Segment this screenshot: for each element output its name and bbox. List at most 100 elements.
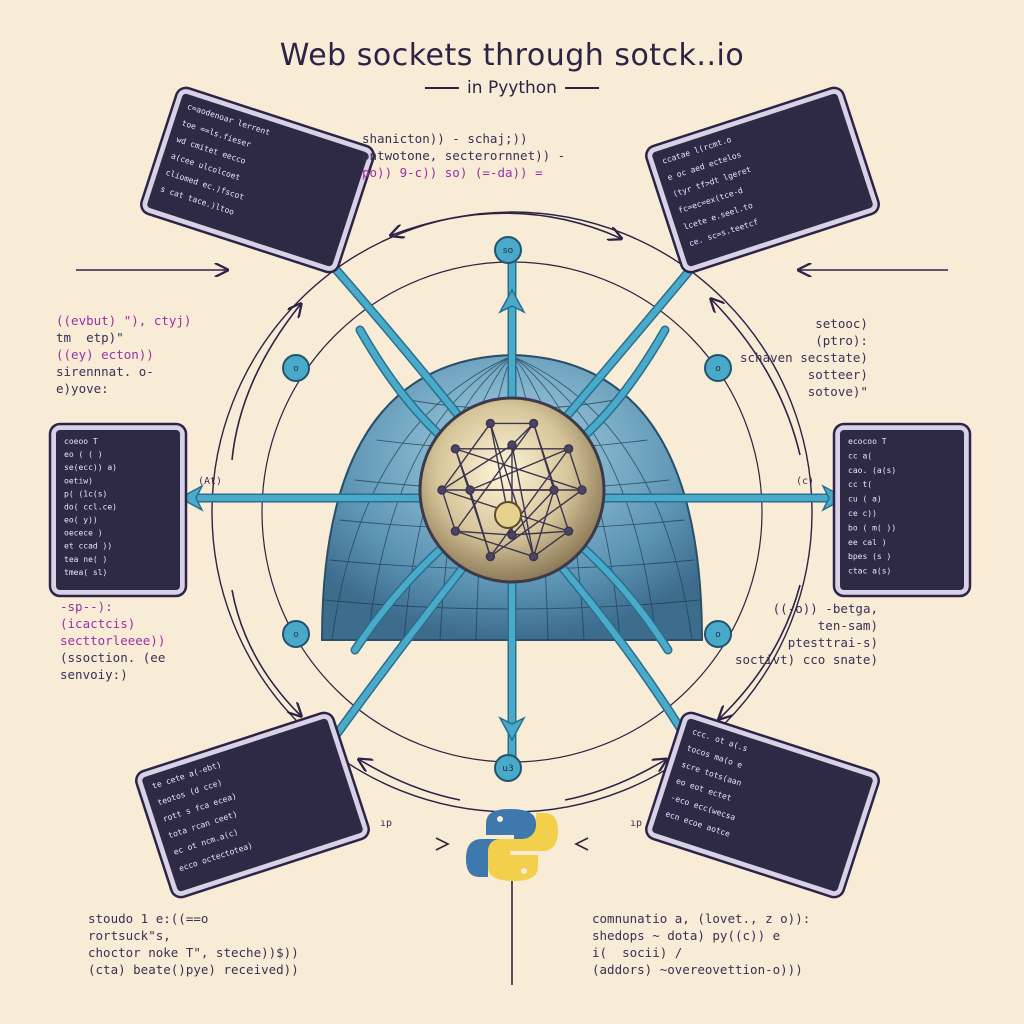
arrow-top-arc (392, 212, 620, 238)
globe-network-edge (489, 448, 570, 557)
device-code-line: cu ( a) (848, 495, 882, 504)
globe-network-node (465, 485, 475, 495)
hub-node-top (494, 236, 522, 264)
globe-network-node (577, 485, 587, 495)
globe-network-node (437, 485, 447, 495)
globe-network-edge (489, 489, 583, 558)
device-code-line: cc a( (848, 451, 872, 460)
snippet-line: schaven secstate) (740, 350, 868, 365)
snippet-line: ((ey) ecton)) (56, 347, 154, 362)
network-globe-icon (418, 396, 606, 584)
dome-grid-meridian (331, 355, 513, 641)
snippet-right-low: ((-o)) -betga, ten-sam) ptesttrai-s) soctiv… (735, 600, 878, 668)
hub-node-label: so (503, 246, 514, 256)
device-code-line: ee cal ) (848, 538, 887, 547)
globe-network-edge (441, 489, 457, 532)
connector-arrowhead (178, 484, 204, 512)
hub-node-left-lower (282, 620, 310, 648)
device-code-line: et ccad )) (64, 542, 112, 551)
snippet-line: setooc) (815, 316, 868, 331)
subtitle-rule-left (425, 87, 460, 89)
globe-network-node (528, 418, 539, 429)
hub-node-left-upper (282, 354, 310, 382)
hub-node-right-lower (704, 620, 732, 648)
python-logo-eye-top (497, 816, 503, 822)
subtitle-rule-right (564, 87, 599, 89)
globe-network-edge (455, 530, 513, 536)
snippet-line: sotteer) (807, 367, 868, 382)
snippet-line: (addors) ~overeovettion-o))) (592, 962, 803, 977)
arrow-left-upper-arc (231, 305, 300, 461)
globe-network-node (563, 526, 574, 536)
snippet-line: ptesttrai-s) (787, 635, 878, 650)
globe-network-node (507, 440, 517, 450)
globe-core-node (494, 501, 522, 529)
snippet-line: i( socii) / (592, 945, 683, 960)
hub-node-label: o (293, 364, 299, 374)
snippet-line: senvoiy:) (60, 667, 128, 682)
arrowhead-shape (498, 288, 526, 314)
snippet-line: (ptro): (815, 333, 868, 348)
python-logo-eye-bottom (521, 868, 527, 874)
snippet-line: (ssoction. (ee (60, 650, 166, 665)
globe-network-edge (532, 489, 555, 557)
snippet-line: -sp--): (60, 599, 113, 614)
globe-network-node (507, 530, 517, 540)
side-label-right: (c) (796, 476, 814, 487)
device-code-line: tmea( sl) (64, 568, 107, 577)
device-code-line: ecocoo T (848, 437, 887, 446)
device-code-line: ce c)) (848, 509, 877, 518)
arrowhead-shape (498, 716, 526, 742)
device-screen (840, 430, 964, 590)
side-label-left: (At) (198, 476, 222, 487)
snippet-line: sotove)" (807, 384, 868, 399)
connector-spoke-ne (577, 327, 668, 443)
snippet-line: rortsuck"s, (88, 928, 171, 943)
snippet-line: secttorleeee)) (60, 633, 166, 648)
device-code-line: oetiw) (64, 476, 93, 485)
snippet-left-mid: ((evbut) "), ctyj)tm etp)"((ey) ecton))s… (56, 312, 191, 397)
snippet-top-center: shanicton)) - schaj;))ontwotone, sectero… (362, 130, 565, 181)
side-label-bottom-right: ıp (630, 818, 642, 829)
device-code-line: cao. (a(s) (848, 466, 896, 475)
device-code-line: oecece ) (64, 529, 103, 538)
python-logo-yellow (488, 813, 558, 881)
device-screen (56, 430, 180, 590)
device-left-mid: coeoo Teo ( ( )se(ecc)) a)oetiw)p( (1c(s… (48, 422, 188, 598)
hub-node-label: o (293, 630, 299, 640)
device-screen (652, 93, 873, 267)
globe-network-node (485, 418, 496, 429)
connector-arrowhead (498, 288, 526, 314)
arrow-bottom-left-arc (360, 760, 461, 801)
globe-network-edge (511, 422, 535, 446)
globe-network-edge (454, 448, 471, 491)
device-code-line: tea ne( ) (64, 555, 107, 564)
snippet-line: ten-sam) (817, 618, 878, 633)
snippet-line: tm etp)" (56, 330, 124, 345)
globe-network-edge (454, 423, 535, 532)
snippet-line: ((evbut) "), ctyj) (56, 313, 192, 328)
globe-network-edge (533, 530, 570, 558)
globe-network-edge (511, 444, 535, 557)
globe-network-edge (441, 423, 491, 491)
arrow-python-left (435, 837, 450, 851)
dome-grid-meridian (511, 355, 693, 641)
snippet-line: ((-o)) -betga, (772, 601, 878, 616)
arrow-right-upper-arc (712, 300, 801, 456)
device-screen (147, 93, 368, 267)
snippet-left-low: -sp--):(icactcis)secttorleeee))(ssoction… (60, 598, 165, 683)
hub-node-bottom (494, 754, 522, 782)
orbit-arrows (76, 212, 948, 985)
snippet-line: soctivt) cco snate) (735, 652, 878, 667)
device-right-mid: ecocoo Tcc a(cao. (a(s)cc t(cu ( a)ce c)… (832, 422, 972, 598)
device-code-line: p( (1c(s) (64, 489, 107, 498)
snippet-line: (cta) beate()pye) received)) (88, 962, 299, 977)
globe-network-node (563, 444, 574, 454)
